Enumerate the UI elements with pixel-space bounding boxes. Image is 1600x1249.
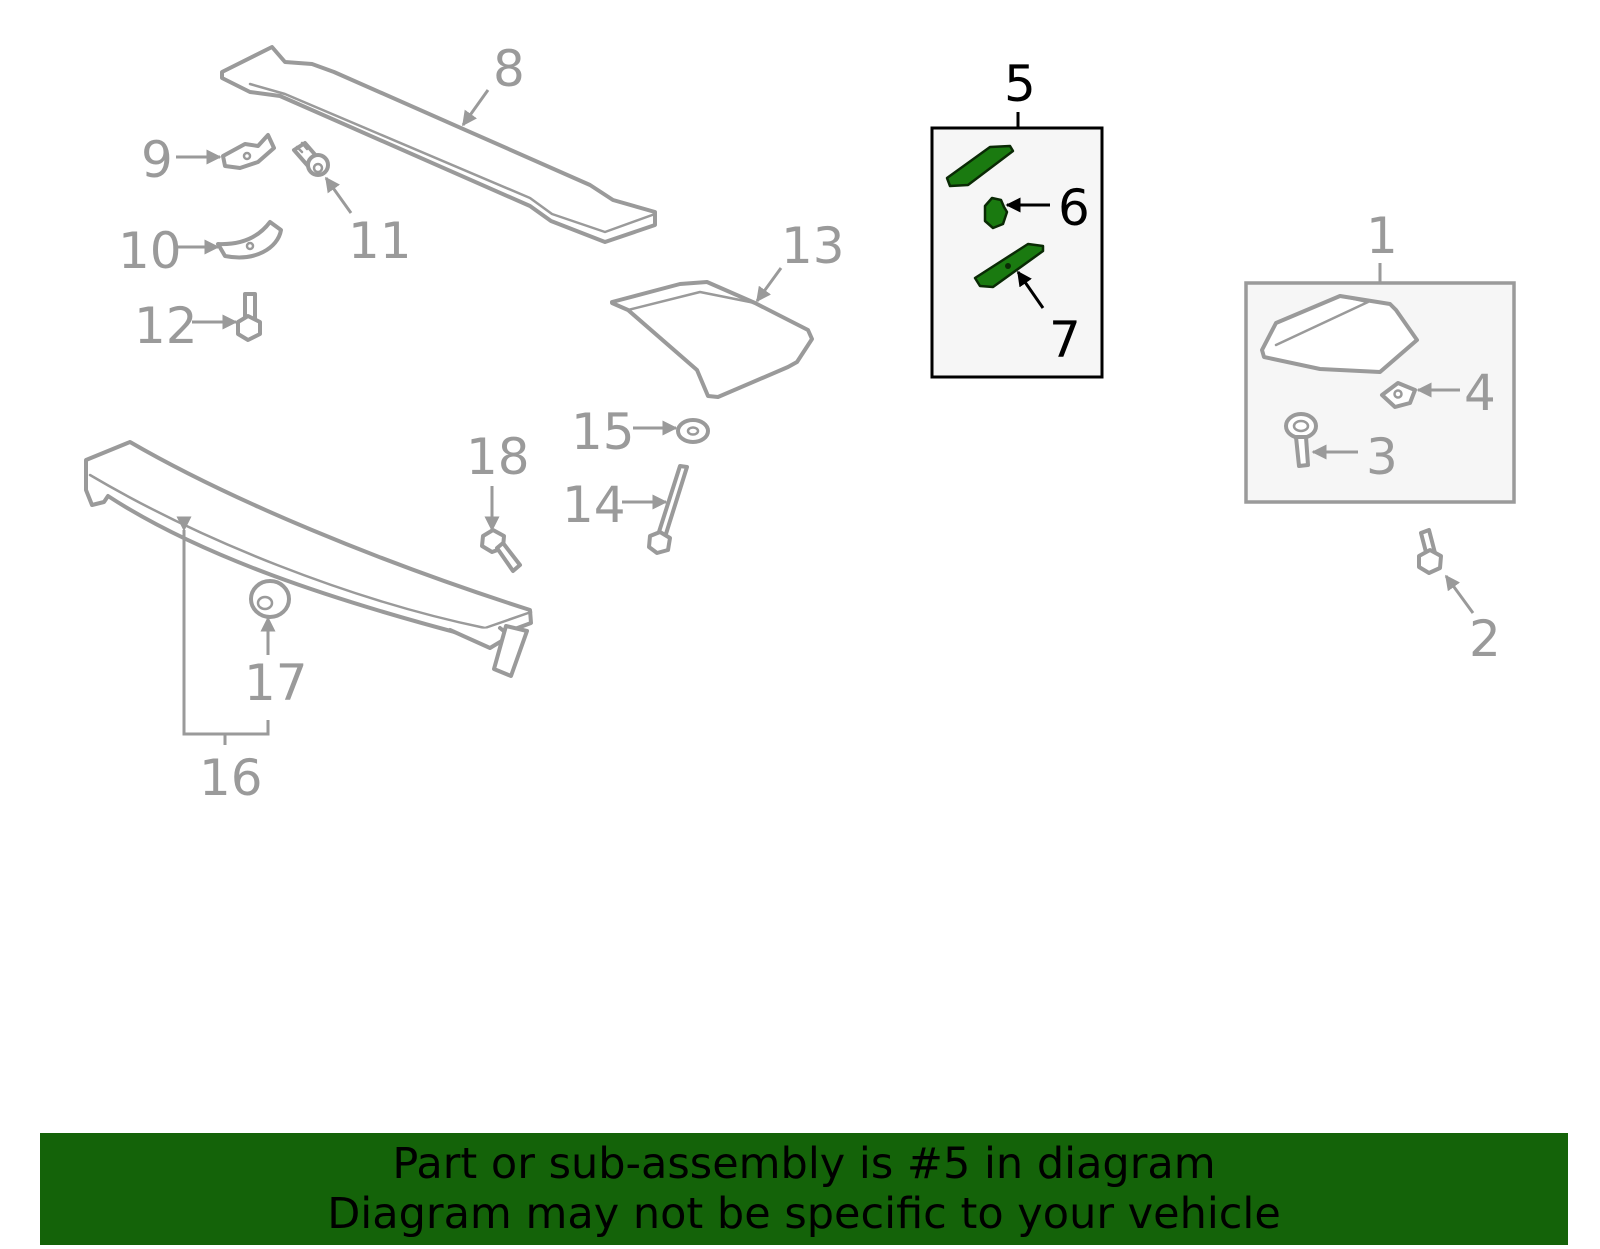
callout-9: 9: [141, 131, 173, 189]
part-5-green-upper-piece: [945, 144, 1015, 188]
leader-11: [324, 176, 353, 214]
callout-13: 13: [781, 217, 845, 275]
callout-1: 1: [1366, 207, 1398, 265]
callout-15: 15: [571, 403, 635, 461]
callout-17: 17: [244, 654, 308, 712]
part-14-long-bolt: [647, 464, 689, 555]
callout-8: 8: [493, 40, 525, 98]
callout-5: 5: [1004, 55, 1036, 113]
leader-2: [1444, 574, 1475, 614]
highlight-banner: Part or sub-assembly is #5 in diagram Di…: [40, 1133, 1568, 1245]
part-12-bolt: [236, 292, 262, 342]
part-13-end-cap: [610, 280, 814, 399]
part-2-bolt: [1417, 528, 1443, 575]
callout-4: 4: [1464, 364, 1496, 422]
callout-11: 11: [348, 212, 412, 270]
part-7-green-lower-piece: [973, 242, 1045, 289]
part-3-screw: [1284, 412, 1318, 468]
part-4-nut: [1380, 381, 1417, 409]
callout-18: 18: [466, 428, 530, 486]
callout-3: 3: [1366, 428, 1398, 486]
leader-7: [1016, 270, 1045, 309]
part-11-screw: [292, 141, 330, 177]
callout-6: 6: [1058, 179, 1090, 237]
callout-12: 12: [134, 297, 198, 355]
part-1-end-cap: [1260, 294, 1419, 374]
banner-line-1: Part or sub-assembly is #5 in diagram: [392, 1139, 1216, 1189]
part-18-bolt: [480, 528, 522, 573]
callout-7: 7: [1049, 311, 1081, 369]
callout-10: 10: [118, 222, 182, 280]
part-15-washer: [676, 418, 710, 444]
part-17-pad: [249, 579, 291, 619]
part-16-spoiler-lower: [84, 440, 533, 678]
part-10-curved-bracket: [216, 220, 283, 260]
part-9-bracket: [221, 133, 276, 170]
bracket-16: [184, 530, 270, 745]
callout-14: 14: [562, 476, 626, 534]
callout-16: 16: [199, 749, 263, 807]
part-8-spoiler-upper: [220, 45, 657, 244]
leader-13: [755, 267, 783, 303]
leader-8: [461, 89, 490, 127]
callout-2: 2: [1469, 610, 1501, 668]
banner-line-2: Diagram may not be specific to your vehi…: [327, 1189, 1281, 1239]
